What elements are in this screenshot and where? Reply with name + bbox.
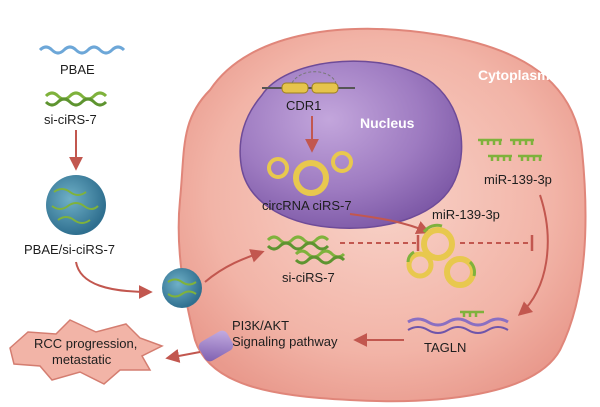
pi3k-tube-icon [198,330,234,362]
si-cirs7-cell-label: si-ciRS-7 [282,270,335,285]
arrow-pi3k-to-rcc [165,349,201,363]
mir-center-label: miR-139-3p [432,207,500,222]
nanoparticle-label: PBAE/si-ciRS-7 [24,242,115,257]
arrow-np-to-cell [75,261,153,299]
sirna-duplex-icon-top [44,91,108,107]
nanoparticle-icon-large [46,175,106,235]
pbae-polymer-wave-icon [38,45,126,55]
nucleus-label: Nucleus [360,115,415,131]
circrna-sponge-icons [406,223,476,288]
inhibition-lines [340,235,534,251]
circrna-ring-icons [267,151,353,196]
tagln-label: TAGLN [424,340,466,355]
cdr1-label: CDR1 [286,98,321,113]
nanoparticle-icon-small [162,268,202,308]
sirna-duplex-icon-cell [266,235,346,265]
rcc-label-line2: metastatic [52,352,112,367]
mirna-strand-icons-cytoplasm [478,138,542,161]
mir-cytoplasm-label: miR-139-3p [484,172,552,187]
arrow-circrna-to-mir [349,213,431,234]
si-cirs7-top-label: si-ciRS-7 [44,112,97,127]
mrna-strand-icon [407,310,509,334]
arrow-mir-to-tagln [517,194,549,316]
pbae-label: PBAE [60,62,95,77]
pi3k-label-line2: Signaling pathway [232,334,338,349]
arrow-np-to-sirna-cell [204,249,265,283]
cdr1-gene-icon [262,71,355,94]
cytoplasm-label: Cytoplasm [478,67,550,83]
rcc-label-line1: RCC progression, [34,336,137,351]
pi3k-label-line1: PI3K/AKT [232,318,289,333]
circrna-label: circRNA ciRS-7 [262,198,352,213]
rcc-burst-icon [9,319,164,385]
